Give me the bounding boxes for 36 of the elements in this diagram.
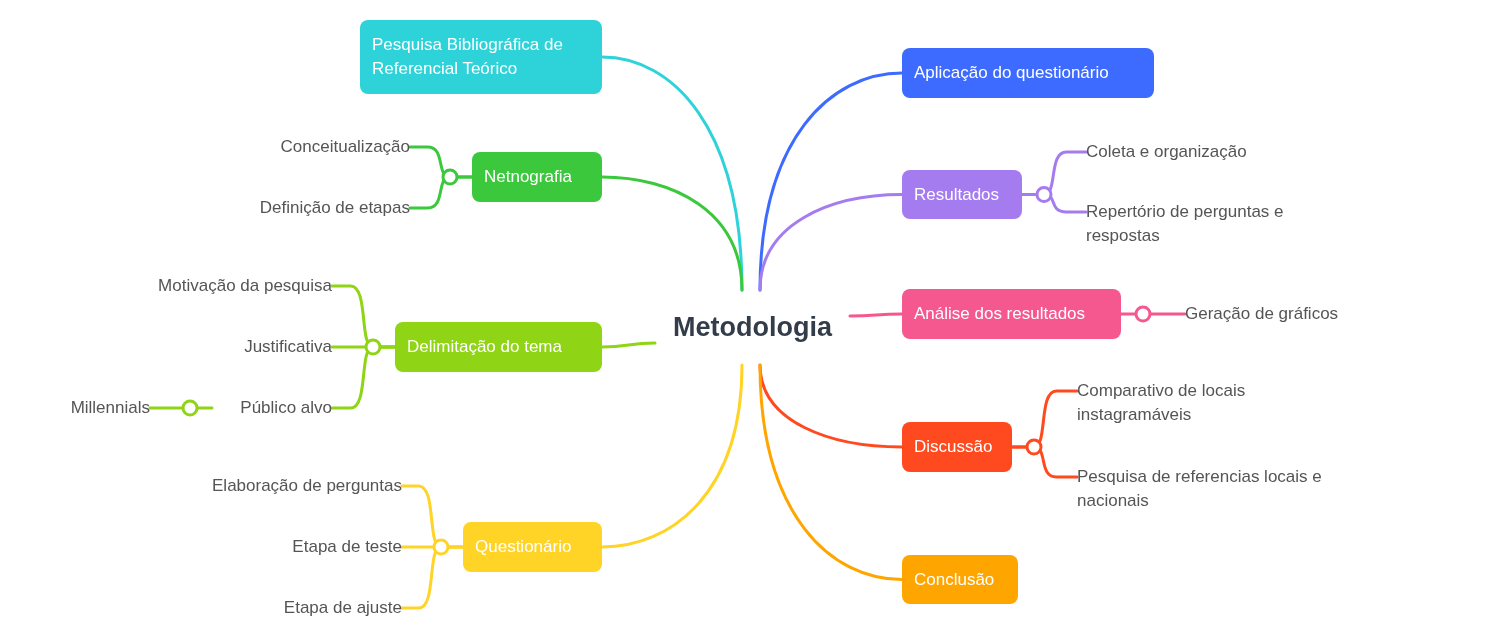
subtopic-text: Repertório de perguntas e respostas — [1086, 200, 1326, 248]
connector-line — [758, 363, 904, 581]
connector-line — [848, 312, 904, 318]
subtopic-text: Etapa de teste — [232, 535, 402, 559]
subtopic-text: Justificativa — [172, 335, 332, 359]
subtopic-text: Geração de gráficos — [1185, 302, 1385, 326]
connector-line — [600, 363, 744, 549]
subtopic-text: Etapa de ajuste — [232, 596, 402, 620]
topic-box: Resultados — [902, 170, 1022, 219]
subtopic-text: Coleta e organização — [1086, 140, 1316, 164]
topic-box: Netnografia — [472, 152, 602, 202]
topic-box: Delimitação do tema — [395, 322, 602, 372]
subtopic-text: Comparativo de locais instagramáveis — [1077, 379, 1297, 427]
subtopic-text: Pesquisa de referencias locais e nacionais — [1077, 465, 1362, 513]
connector-line — [148, 406, 214, 410]
connector-line — [600, 175, 744, 292]
connector-line — [758, 193, 904, 292]
connector-line — [408, 175, 474, 210]
connector-line — [600, 341, 657, 349]
subtopic-text: Motivação da pesquisa — [102, 274, 332, 298]
connector-line — [330, 345, 397, 410]
connector-line — [1010, 445, 1079, 479]
topic-box: Questionário — [463, 522, 602, 572]
topic-box: Conclusão — [902, 555, 1018, 604]
topic-box: Análise dos resultados — [902, 289, 1121, 339]
topic-box: Aplicação do questionário — [902, 48, 1154, 98]
central-topic: Metodologia — [655, 290, 850, 365]
connector-line — [1119, 312, 1187, 316]
subtopic-text: Millennials — [40, 396, 150, 420]
subtopic-text: Conceitualização — [210, 135, 410, 159]
subtopic-text: Público alvo — [212, 396, 332, 420]
subtopic-text: Definição de etapas — [190, 196, 410, 220]
topic-box: Pesquisa Bibliográfica de Referencial Teórico — [360, 20, 602, 94]
subtopic-text: Elaboração de perguntas — [152, 474, 402, 498]
topic-box: Discussão — [902, 422, 1012, 472]
connector-line — [400, 545, 465, 610]
